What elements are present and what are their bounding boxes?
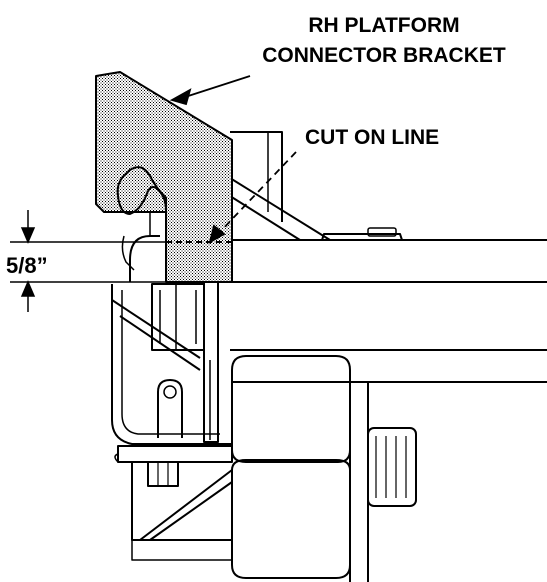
roller-lower: [231, 459, 351, 579]
cut-leader-arrowhead: [208, 224, 226, 244]
dim-arrowhead-top: [20, 227, 36, 244]
top-fastener: [321, 233, 403, 241]
slot-pin: [163, 385, 177, 399]
cut-leader: [215, 151, 297, 237]
upright-plate: [230, 131, 283, 222]
base-plate-lip: [114, 453, 119, 463]
clevis-outer: [129, 235, 160, 282]
bracket-leader: [181, 75, 251, 99]
bracket-label-line1: RH PLATFORM: [308, 14, 459, 37]
connector-bracket: [95, 71, 233, 283]
clevis-inner: [121, 290, 220, 435]
side-bolt-lines: [375, 436, 407, 498]
dim-arrowhead-bottom: [20, 280, 36, 297]
gusset: [229, 177, 331, 241]
lower-frame-base: [131, 540, 232, 561]
mid-brace: [111, 299, 201, 371]
mid-block-inner: [159, 284, 197, 350]
side-bolt-body: [367, 427, 417, 507]
bracket-label-line2: CONNECTOR BRACKET: [262, 44, 506, 67]
dimension-label: 5/8”: [6, 253, 48, 278]
vertical-plate: [203, 281, 219, 443]
lower-nut: [147, 462, 179, 487]
lower-nut-lines: [157, 462, 169, 486]
roller-outer: [231, 355, 351, 463]
cut-on-line-label: CUT ON LINE: [305, 126, 439, 149]
top-fastener-head: [367, 227, 397, 237]
base-plate: [117, 445, 233, 463]
frame-rail-right: [349, 382, 369, 582]
lower-frame-diag: [139, 469, 233, 541]
clevis-body: [111, 284, 232, 445]
hook-guide-2: [121, 235, 135, 271]
slot: [157, 379, 183, 438]
bracket-leader-arrowhead: [169, 88, 192, 106]
